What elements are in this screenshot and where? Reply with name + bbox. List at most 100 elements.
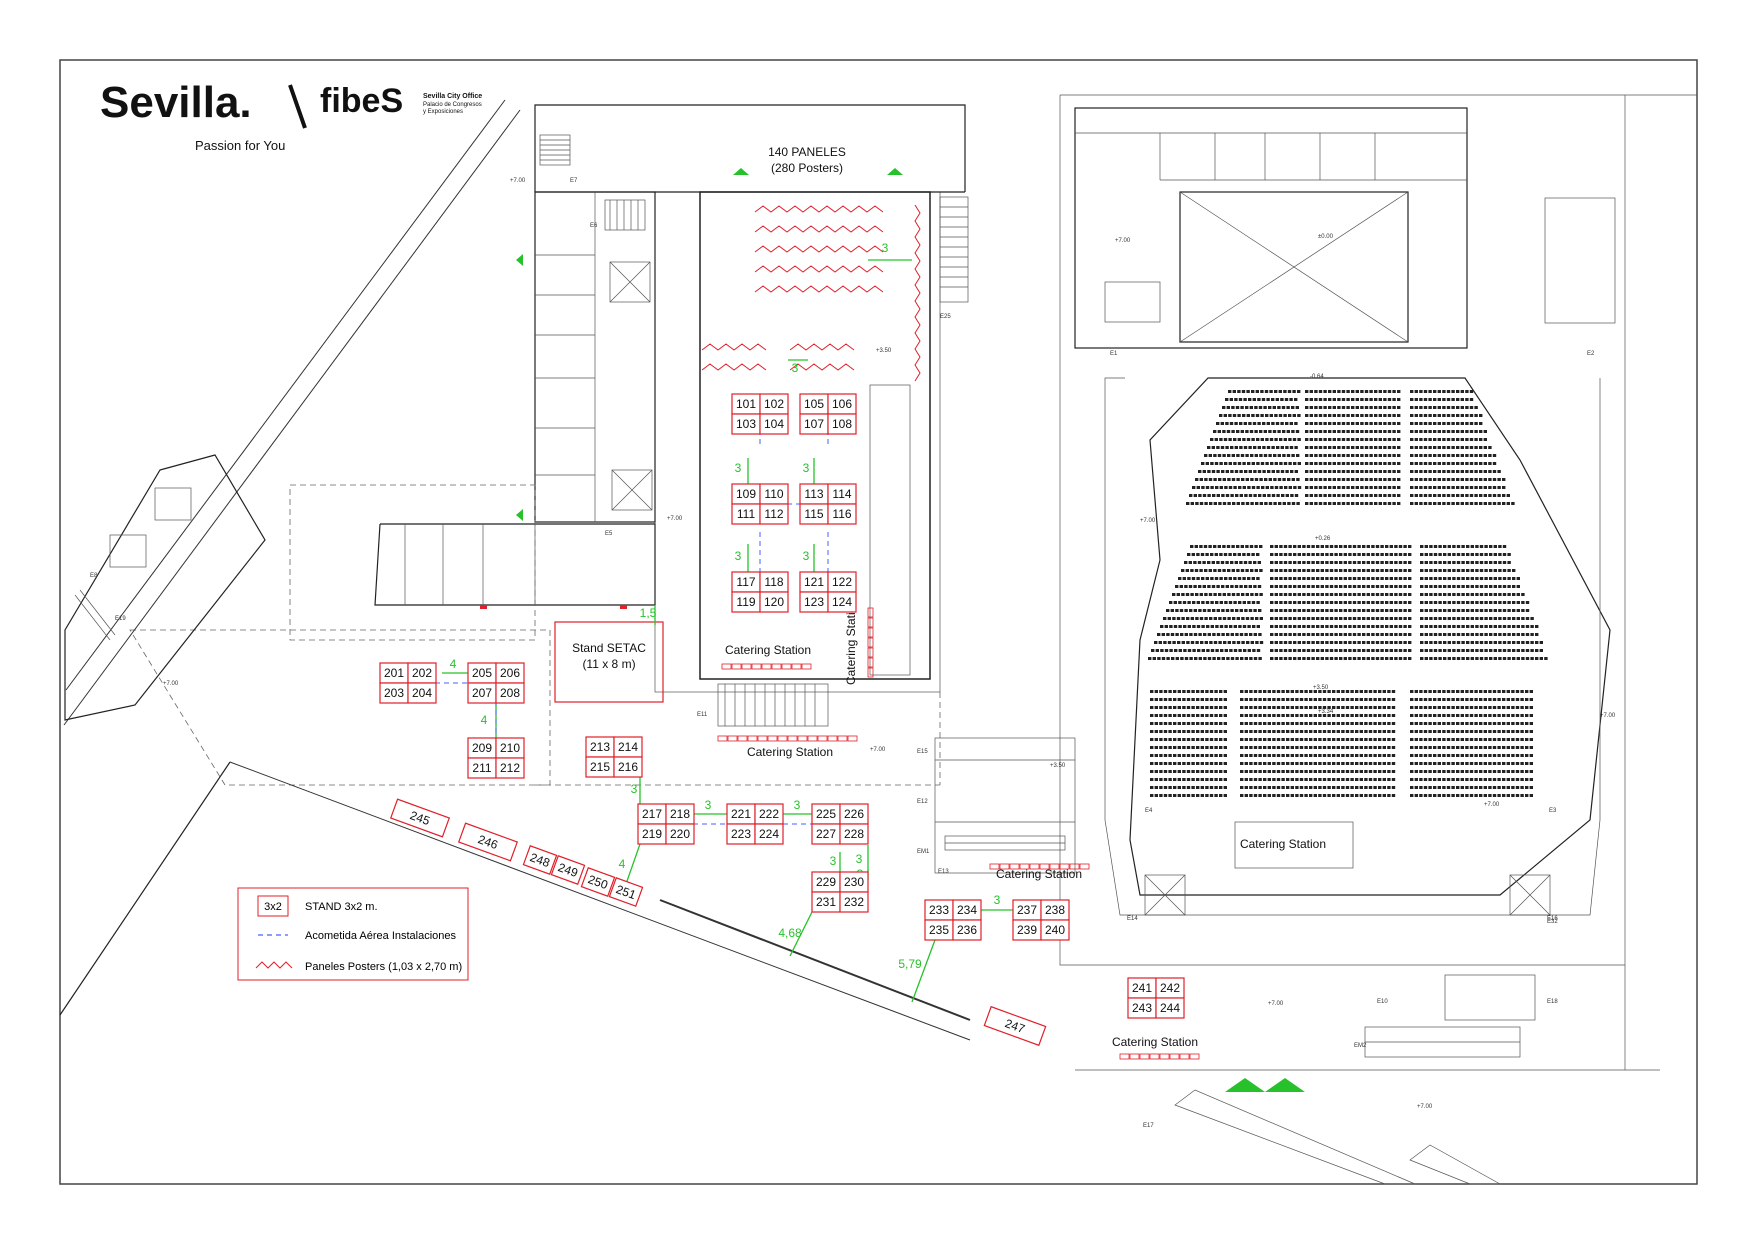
stand-224[interactable]: 224 <box>754 823 784 845</box>
stand-101[interactable]: 101 <box>731 393 761 415</box>
stand-106[interactable]: 106 <box>827 393 857 415</box>
stand-109[interactable]: 109 <box>731 483 761 505</box>
stand-246[interactable]: 246 <box>457 822 519 862</box>
stand-212[interactable]: 212 <box>495 757 525 779</box>
stand-214[interactable]: 214 <box>613 736 643 758</box>
stand-122[interactable]: 122 <box>827 571 857 593</box>
stand-229[interactable]: 229 <box>811 871 841 893</box>
stand-235[interactable]: 235 <box>924 919 954 941</box>
stand-box[interactable] <box>665 823 695 845</box>
stand-236[interactable]: 236 <box>952 919 982 941</box>
stand-103[interactable]: 103 <box>731 413 761 435</box>
stand-219[interactable]: 219 <box>637 823 667 845</box>
stand-115[interactable]: 115 <box>799 503 829 525</box>
stand-234[interactable]: 234 <box>952 899 982 921</box>
stand-124[interactable]: 124 <box>827 591 857 613</box>
stand-230[interactable]: 230 <box>839 871 869 893</box>
stand-228[interactable]: 228 <box>839 823 869 845</box>
stand-box[interactable] <box>608 877 644 907</box>
stand-117[interactable]: 117 <box>731 571 761 593</box>
stand-box[interactable] <box>983 1005 1047 1047</box>
stand-box[interactable] <box>1040 919 1070 941</box>
stand-213[interactable]: 213 <box>585 736 615 758</box>
stand-207[interactable]: 207 <box>467 682 497 704</box>
stand-box[interactable] <box>952 919 982 941</box>
stand-218[interactable]: 218 <box>665 803 695 825</box>
stand-205[interactable]: 205 <box>467 662 497 684</box>
stand-210[interactable]: 210 <box>495 737 525 759</box>
stand-250[interactable]: 250 <box>580 867 616 897</box>
stand-setac[interactable] <box>554 621 664 703</box>
stand-239[interactable]: 239 <box>1012 919 1042 941</box>
stand-111[interactable]: 111 <box>731 503 761 525</box>
stand-box[interactable] <box>550 855 586 885</box>
stand-box[interactable] <box>759 591 789 613</box>
stand-216[interactable]: 216 <box>613 756 643 778</box>
stand-227[interactable]: 227 <box>811 823 841 845</box>
stand-206[interactable]: 206 <box>495 662 525 684</box>
stand-217[interactable]: 217 <box>637 803 667 825</box>
stand-102[interactable]: 102 <box>759 393 789 415</box>
stand-box[interactable] <box>407 682 437 704</box>
stand-244[interactable]: 244 <box>1155 997 1185 1019</box>
stand-box[interactable] <box>759 503 789 525</box>
stand-226[interactable]: 226 <box>839 803 869 825</box>
stand-243[interactable]: 243 <box>1127 997 1157 1019</box>
stand-233[interactable]: 233 <box>924 899 954 921</box>
stand-231[interactable]: 231 <box>811 891 841 913</box>
stand-box[interactable] <box>827 503 857 525</box>
stand-237[interactable]: 237 <box>1012 899 1042 921</box>
stand-242[interactable]: 242 <box>1155 977 1185 999</box>
stand-box[interactable] <box>754 823 784 845</box>
stand-box[interactable] <box>495 757 525 779</box>
stand-box[interactable] <box>839 891 869 913</box>
stand-202[interactable]: 202 <box>407 662 437 684</box>
stand-box[interactable] <box>839 823 869 845</box>
stand-120[interactable]: 120 <box>759 591 789 613</box>
stand-113[interactable]: 113 <box>799 483 829 505</box>
stand-203[interactable]: 203 <box>379 682 409 704</box>
stand-245[interactable]: 245 <box>389 798 451 838</box>
stand-108[interactable]: 108 <box>827 413 857 435</box>
stand-box[interactable] <box>580 867 616 897</box>
stand-112[interactable]: 112 <box>759 503 789 525</box>
stand-251[interactable]: 251 <box>608 877 644 907</box>
stand-240[interactable]: 240 <box>1040 919 1070 941</box>
stand-211[interactable]: 211 <box>467 757 497 779</box>
stand-248[interactable]: 248 <box>522 845 558 875</box>
stand-box[interactable] <box>1155 997 1185 1019</box>
stand-220[interactable]: 220 <box>665 823 695 845</box>
stand-221[interactable]: 221 <box>726 803 756 825</box>
stand-225[interactable]: 225 <box>811 803 841 825</box>
stand-121[interactable]: 121 <box>799 571 829 593</box>
stand-119[interactable]: 119 <box>731 591 761 613</box>
stand-209[interactable]: 209 <box>467 737 497 759</box>
stand-box[interactable] <box>389 798 451 838</box>
stand-box[interactable] <box>827 413 857 435</box>
stand-247[interactable]: 247 <box>983 1005 1047 1047</box>
stand-215[interactable]: 215 <box>585 756 615 778</box>
stand-box[interactable] <box>457 822 519 862</box>
stand-116[interactable]: 116 <box>827 503 857 525</box>
stand-232[interactable]: 232 <box>839 891 869 913</box>
stand-box[interactable] <box>613 756 643 778</box>
stand-208[interactable]: 208 <box>495 682 525 704</box>
stand-box[interactable] <box>759 413 789 435</box>
stand-105[interactable]: 105 <box>799 393 829 415</box>
stand-118[interactable]: 118 <box>759 571 789 593</box>
stand-box[interactable] <box>522 845 558 875</box>
stand-104[interactable]: 104 <box>759 413 789 435</box>
stand-249[interactable]: 249 <box>550 855 586 885</box>
stand-114[interactable]: 114 <box>827 483 857 505</box>
stand-201[interactable]: 201 <box>379 662 409 684</box>
stand-107[interactable]: 107 <box>799 413 829 435</box>
stand-box[interactable] <box>495 682 525 704</box>
stand-222[interactable]: 222 <box>754 803 784 825</box>
stand-123[interactable]: 123 <box>799 591 829 613</box>
stand-204[interactable]: 204 <box>407 682 437 704</box>
stand-223[interactable]: 223 <box>726 823 756 845</box>
stand-241[interactable]: 241 <box>1127 977 1157 999</box>
stand-110[interactable]: 110 <box>759 483 789 505</box>
stand-238[interactable]: 238 <box>1040 899 1070 921</box>
stand-box[interactable] <box>827 591 857 613</box>
